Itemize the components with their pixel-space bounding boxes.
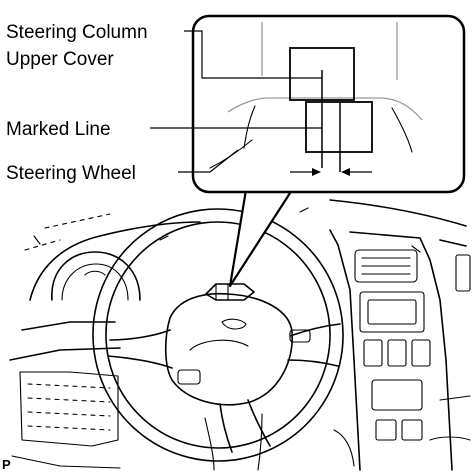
label-steering-column-line1: Steering Column: [6, 22, 148, 43]
dashboard-illustration: [9, 199, 471, 471]
detail-callout-box: [191, 14, 466, 194]
callout-pointer: [228, 188, 294, 288]
label-steering-wheel: Steering Wheel: [6, 163, 136, 184]
label-marked-line: Marked Line: [6, 119, 111, 140]
leader-lines: [150, 30, 322, 173]
label-steering-column-line2: Upper Cover: [6, 49, 114, 70]
corner-mark: P: [2, 457, 11, 472]
